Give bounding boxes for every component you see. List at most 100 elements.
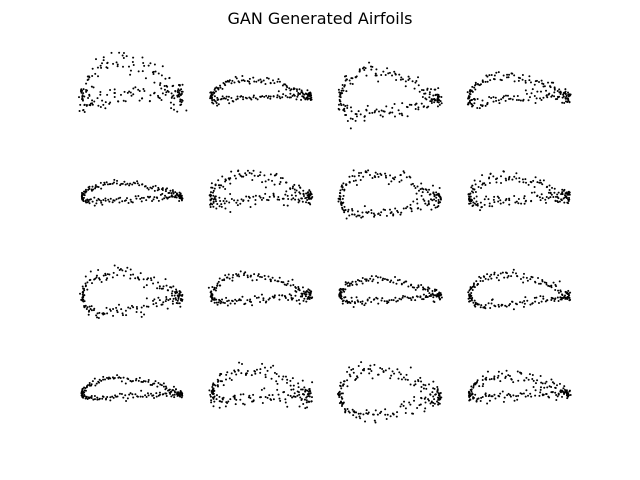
airfoil-point [267, 77, 270, 80]
airfoil-subplot-r1-c3 [337, 61, 443, 130]
airfoil-point [116, 374, 119, 377]
airfoil-point [221, 298, 224, 301]
airfoil-point [385, 214, 388, 217]
airfoil-point [567, 289, 570, 292]
airfoil-point [85, 386, 88, 389]
airfoil-point [376, 173, 379, 176]
airfoil-point [548, 184, 551, 187]
airfoil-point [260, 276, 263, 279]
airfoil-point [115, 198, 118, 201]
airfoil-point [254, 203, 257, 206]
airfoil-point [135, 311, 138, 314]
airfoil-point [217, 379, 220, 382]
airfoil-point [292, 197, 295, 200]
airfoil-point [131, 201, 134, 204]
airfoil-point [158, 391, 161, 394]
airfoil-point [266, 96, 269, 99]
airfoil-point [152, 299, 155, 302]
airfoil-point [294, 194, 297, 197]
airfoil-point [497, 279, 500, 282]
airfoil-point [264, 180, 267, 183]
airfoil-point [230, 197, 233, 200]
airfoil-point [129, 273, 132, 276]
airfoil-point [491, 395, 494, 398]
airfoil-point [393, 70, 396, 73]
airfoil-point [259, 78, 262, 81]
airfoil-point [490, 97, 493, 99]
airfoil-point [375, 275, 378, 278]
airfoil-point [215, 301, 218, 304]
airfoil-point [228, 277, 231, 280]
airfoil-point [178, 89, 181, 92]
airfoil-point [439, 398, 442, 401]
airfoil-point [121, 269, 124, 272]
airfoil-point [395, 300, 398, 303]
airfoil-point [234, 403, 237, 406]
airfoil-point [224, 97, 227, 100]
airfoil-point [434, 99, 437, 102]
airfoil-point [540, 381, 543, 384]
airfoil-point [229, 177, 232, 180]
airfoil-point [239, 393, 242, 396]
airfoil-point [299, 92, 302, 95]
airfoil-point [497, 197, 500, 200]
airfoil-point [422, 198, 425, 201]
airfoil-point [251, 178, 254, 181]
airfoil-point [567, 292, 570, 295]
airfoil-point [227, 400, 230, 403]
airfoil-point [423, 410, 426, 413]
airfoil-point [248, 171, 251, 174]
airfoil-point [216, 303, 219, 306]
airfoil-point [82, 395, 85, 398]
airfoil-point [426, 289, 429, 292]
airfoil-point [345, 217, 348, 220]
airfoil-point [276, 382, 279, 385]
airfoil-point [433, 387, 436, 390]
airfoil-point [175, 298, 178, 301]
airfoil-point [364, 67, 367, 70]
airfoil-point [419, 188, 422, 191]
airfoil-point [230, 378, 233, 381]
airfoil-point [96, 398, 99, 401]
airfoil-point [569, 94, 572, 97]
airfoil-point [541, 183, 544, 186]
airfoil-point [140, 196, 143, 199]
airfoil-point [545, 89, 548, 92]
airfoil-point [390, 298, 393, 301]
airfoil-point [363, 119, 366, 122]
airfoil-point [437, 87, 440, 90]
airfoil-point [166, 307, 169, 310]
airfoil-point [213, 98, 216, 101]
airfoil-point [556, 384, 558, 387]
airfoil-point [223, 97, 226, 100]
airfoil-point [432, 395, 435, 398]
airfoil-point [214, 90, 217, 93]
airfoil-point [175, 196, 178, 199]
airfoil-point [178, 84, 181, 86]
airfoil-point [544, 198, 547, 201]
airfoil-point [243, 403, 246, 406]
airfoil-point [215, 200, 218, 203]
airfoil-point [140, 200, 143, 203]
airfoil-point [393, 178, 396, 181]
airfoil-point [347, 281, 350, 284]
airfoil-point [126, 266, 129, 269]
airfoil-point [308, 195, 311, 198]
airfoil-point [431, 199, 434, 202]
airfoil-point [519, 99, 522, 102]
airfoil-point [393, 115, 396, 118]
airfoil-point [371, 280, 374, 283]
airfoil-point [497, 374, 500, 377]
airfoil-point [82, 287, 85, 290]
airfoil-point [481, 79, 484, 82]
airfoil-point [341, 208, 344, 211]
airfoil-point [271, 179, 274, 182]
airfoil-point [218, 406, 221, 409]
airfoil-point [158, 393, 161, 396]
airfoil-point [524, 199, 527, 202]
airfoil-point [291, 396, 294, 399]
airfoil-point [547, 81, 550, 84]
airfoil-point [281, 177, 284, 180]
airfoil-point [504, 177, 507, 180]
airfoil-point [215, 398, 218, 401]
